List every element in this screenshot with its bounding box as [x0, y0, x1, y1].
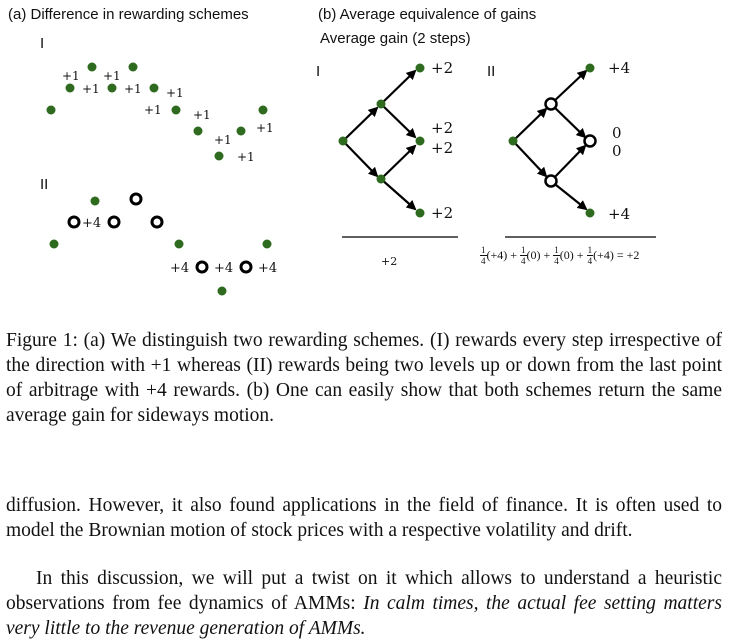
- body-paragraph: diffusion. However, it also found applic…: [6, 495, 722, 541]
- panel-b-subtitle: Average gain (2 steps): [320, 30, 471, 47]
- figure-caption: Figure 1: (a) We distinguish two rewardi…: [6, 330, 722, 426]
- arbitrage-node: [239, 260, 253, 274]
- tree-I-outcome: +2: [431, 139, 453, 157]
- path-node: [193, 126, 203, 136]
- reward-label: +4: [258, 261, 277, 276]
- scheme-I-path: [46, 62, 268, 161]
- path-node: [217, 286, 227, 296]
- tree-II-outcome: 0: [612, 124, 622, 142]
- tree-II-open-node: [544, 97, 558, 111]
- figure-1: I II I II +1 +1 +1 +1 +1 +1 +1 +1 +1 +1: [40, 35, 656, 296]
- tree-I-edges: [342, 69, 417, 211]
- tree-II-open-node: [544, 174, 558, 188]
- path-node: [149, 83, 159, 93]
- panel-b-title: (b) Average equivalence of gains: [318, 6, 537, 23]
- tree-II-outcome: +4: [608, 59, 630, 77]
- reward-label: +4: [82, 216, 101, 231]
- reward-label: +1: [124, 82, 142, 96]
- tree-I-outcome: +2: [431, 204, 453, 222]
- reward-label: +1: [103, 69, 121, 83]
- reward-label: +1: [62, 69, 80, 83]
- tree-II-outcome: +4: [608, 205, 630, 223]
- path-node: [236, 126, 246, 136]
- tree-I-outcome: +2: [431, 119, 453, 137]
- arbitrage-node: [150, 215, 164, 229]
- path-node: [262, 239, 272, 249]
- tree-I-average: +2: [381, 255, 397, 268]
- tree-II-outcome: 0: [612, 142, 622, 160]
- tree-II-edges: [512, 69, 588, 211]
- path-node: [87, 62, 97, 72]
- reward-label: +4: [214, 261, 233, 276]
- tree-II-leaf: [585, 208, 595, 218]
- reward-label: +1: [237, 150, 255, 164]
- reward-label: +1: [193, 108, 211, 122]
- reward-label: +1: [256, 121, 274, 135]
- panel-a-label-II: II: [40, 176, 48, 193]
- tree-I-nodes: [338, 63, 425, 218]
- tree-II-open-node: [583, 134, 597, 148]
- arbitrage-node: [107, 215, 121, 229]
- path-node: [65, 83, 75, 93]
- reward-label: +1: [144, 103, 162, 117]
- tree-I-outcome: +2: [431, 59, 453, 77]
- reward-label: +1: [82, 82, 100, 96]
- reward-label: +1: [166, 86, 184, 100]
- path-node: [49, 239, 59, 249]
- panel-a-title: (a) Difference in rewarding schemes: [8, 6, 249, 23]
- path-node: [214, 151, 224, 161]
- path-node: [258, 105, 268, 115]
- arbitrage-node: [129, 192, 143, 206]
- arbitrage-node: [67, 215, 81, 229]
- panel-a-label-I: I: [40, 35, 44, 52]
- scheme-II-path: [49, 192, 272, 296]
- tree-II-root: [508, 136, 518, 146]
- panel-b-label-I: I: [316, 63, 320, 80]
- path-node: [90, 196, 100, 206]
- path-node: [171, 105, 181, 115]
- tree-II-leaf: [585, 63, 595, 73]
- path-node: [128, 62, 138, 72]
- arbitrage-node: [195, 260, 209, 274]
- path-node: [46, 105, 56, 115]
- reward-label: +4: [170, 261, 189, 276]
- reward-label: +1: [214, 133, 232, 147]
- path-node: [107, 83, 117, 93]
- path-node: [174, 239, 184, 249]
- panel-b-label-II: II: [487, 63, 495, 80]
- italic-statement: In calm times, the actual fee setting ma…: [6, 593, 722, 639]
- body-paragraph: In this discussion, we will put a twist …: [6, 568, 722, 639]
